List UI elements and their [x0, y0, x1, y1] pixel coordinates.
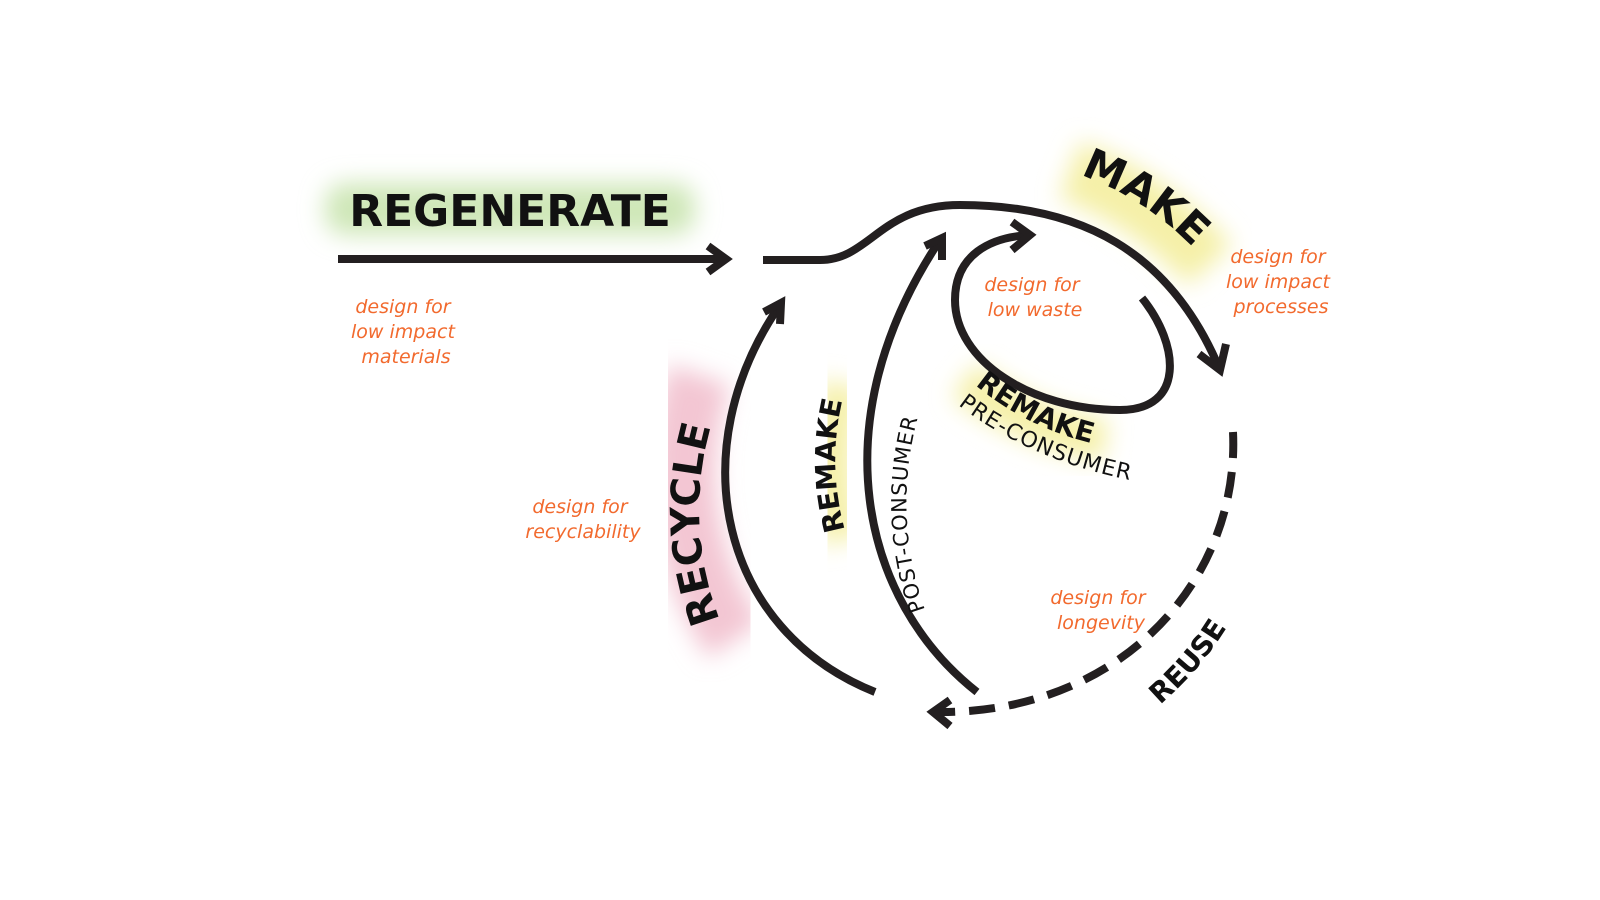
note-waste-line: design for — [984, 274, 1080, 296]
note-longevity: design for longevity — [1050, 587, 1151, 634]
highlights — [325, 141, 1233, 658]
remake-pre-highlight — [952, 363, 1109, 461]
note-recyclability-line: recyclability — [525, 521, 641, 543]
note-processes-line: processes — [1232, 296, 1328, 318]
note-materials: design for low impact materials — [351, 296, 461, 368]
remake-post-highlight — [811, 379, 863, 546]
note-longevity-line: design for — [1050, 587, 1146, 609]
make-arrow — [763, 200, 1224, 372]
remake-post-arrow — [863, 237, 980, 696]
arrows — [338, 200, 1238, 730]
note-recyclability: design for recyclability — [525, 496, 641, 543]
note-materials-line: materials — [361, 346, 450, 368]
remake-pre-loop-arrow — [950, 231, 1174, 415]
make-arrowhead-icon — [1196, 343, 1230, 377]
remake-pre-arrowhead-icon — [1009, 218, 1037, 254]
reuse-arrowhead-icon — [926, 696, 953, 730]
note-processes-line: design for — [1230, 246, 1326, 268]
note-processes: design for low impact processes — [1226, 246, 1336, 318]
regenerate-highlight — [325, 183, 695, 235]
regenerate-arrowhead-icon — [705, 242, 733, 276]
note-materials-line: design for — [355, 296, 451, 318]
regenerate-label: REGENERATE — [349, 186, 671, 237]
note-processes-line: low impact — [1226, 271, 1331, 293]
recycle-arrowhead-icon — [762, 296, 786, 325]
remake-post-arrowhead-icon — [923, 231, 946, 260]
recycle-highlight — [651, 364, 762, 658]
recycle-arrow — [721, 302, 877, 696]
make-highlight — [1059, 141, 1233, 286]
note-longevity-line: longevity — [1057, 612, 1146, 634]
note-materials-line: low impact — [351, 321, 456, 343]
note-waste-line: low waste — [988, 299, 1083, 321]
note-waste: design for low waste — [984, 274, 1085, 321]
note-recyclability-line: design for — [532, 496, 628, 518]
reuse-arrow — [934, 431, 1238, 717]
